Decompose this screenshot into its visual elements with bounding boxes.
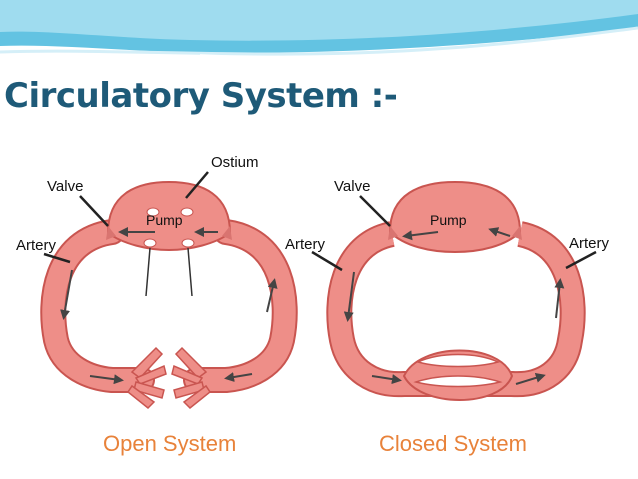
open-left-branches [126, 346, 167, 410]
closed-artery-left-label: Artery [285, 236, 326, 253]
circulatory-diagram: Ostium Valve Pump Artery Open System [16, 154, 610, 456]
closed-pump-label: Pump [430, 212, 467, 228]
closed-system-caption: Closed System [379, 431, 527, 456]
closed-system-diagram: Valve Pump Artery Artery Closed System [285, 178, 610, 456]
open-valve-label: Valve [47, 178, 83, 195]
ostium-hole [181, 238, 195, 248]
ostium-hole [143, 238, 157, 248]
open-artery-label: Artery [16, 237, 57, 254]
open-system-diagram: Ostium Valve Pump Artery Open System [16, 154, 298, 456]
slide-title: Circulatory System :- [4, 76, 398, 116]
header-wave-decoration [0, 0, 638, 59]
open-right-branches [171, 346, 212, 410]
ostium-hole [146, 207, 160, 217]
open-system-caption: Open System [103, 431, 236, 456]
open-ostium-label: Ostium [211, 154, 259, 171]
closed-valve-label: Valve [334, 178, 370, 195]
ostium-hole [180, 207, 194, 217]
open-pump-label: Pump [146, 212, 183, 228]
capillary-bed [402, 349, 514, 401]
closed-artery-right-label: Artery [569, 235, 610, 252]
